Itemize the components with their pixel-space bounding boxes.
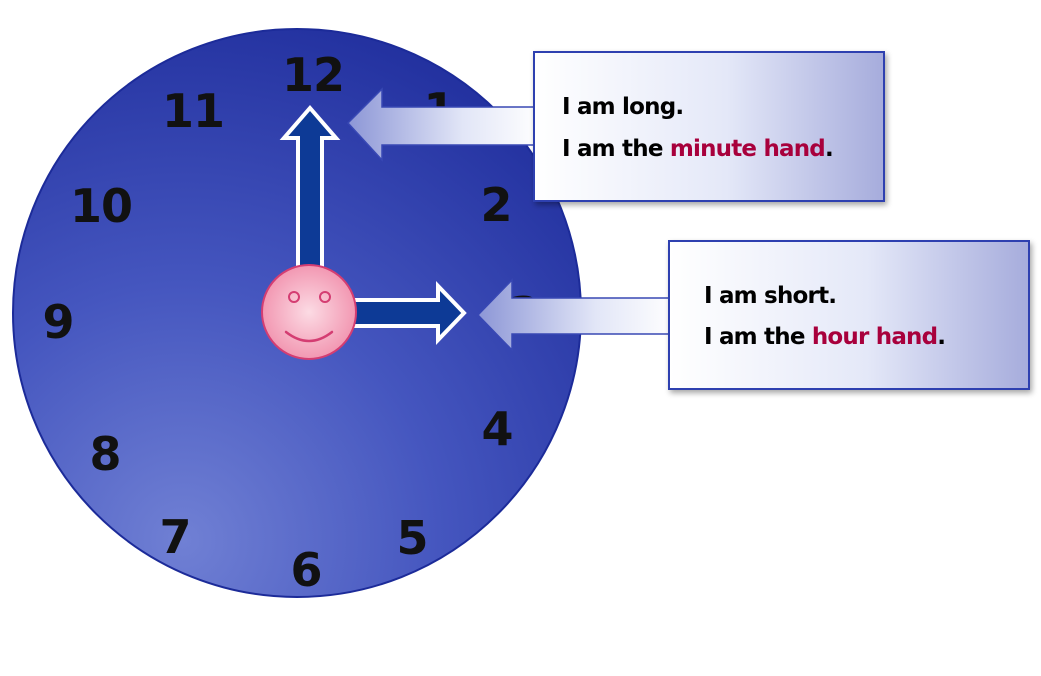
minute-hand bbox=[279, 104, 341, 270]
callout-box-minute bbox=[533, 51, 885, 202]
smiley-mouth bbox=[284, 330, 334, 343]
callout-minute-line2: I am the minute hand. bbox=[562, 136, 833, 162]
callout-minute bbox=[533, 51, 885, 202]
numeral-4: 4 bbox=[481, 402, 512, 456]
callout-minute-line1: I am long. bbox=[562, 94, 683, 120]
numeral-9: 9 bbox=[42, 295, 73, 349]
smiley-right-eye bbox=[319, 291, 331, 303]
minute-hand-highlight: minute hand bbox=[670, 136, 825, 162]
numeral-8: 8 bbox=[89, 427, 120, 481]
numeral-12: 12 bbox=[282, 48, 344, 102]
callout-hour bbox=[668, 240, 1030, 390]
callout-hour-line1: I am short. bbox=[704, 283, 836, 309]
smiley-left-eye bbox=[288, 291, 300, 303]
hour-hand-highlight: hour hand bbox=[812, 324, 937, 350]
numeral-5: 5 bbox=[396, 511, 427, 565]
numeral-6: 6 bbox=[290, 543, 321, 597]
numeral-11: 11 bbox=[162, 84, 224, 138]
numeral-7: 7 bbox=[159, 510, 190, 564]
numeral-10: 10 bbox=[70, 179, 132, 233]
smiley-center bbox=[261, 264, 357, 360]
hour-hand bbox=[348, 281, 467, 345]
callout-box-hour bbox=[668, 240, 1030, 390]
callout-hour-line2: I am the hour hand. bbox=[704, 324, 945, 350]
numeral-2: 2 bbox=[480, 178, 511, 232]
